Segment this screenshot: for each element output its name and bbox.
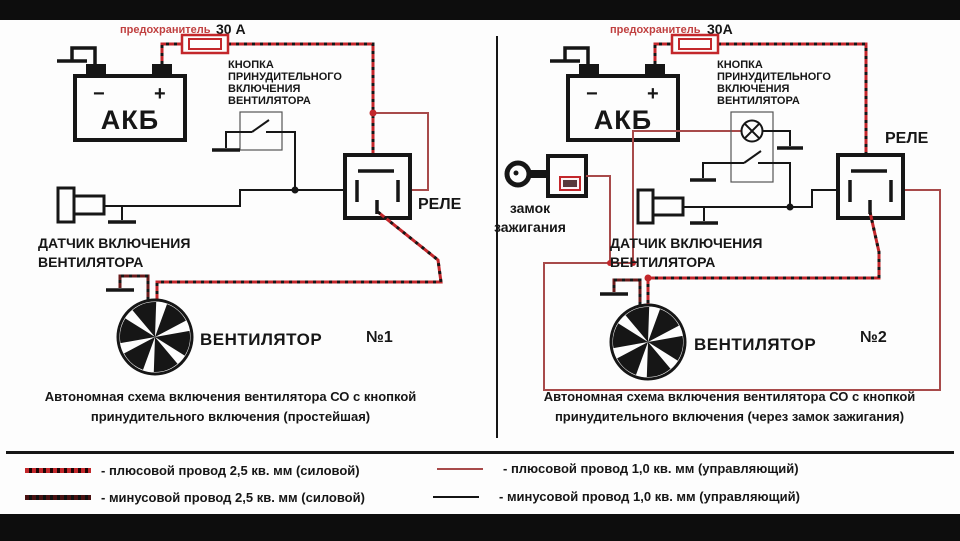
legend-item-control-minus: - минусовой провод 1,0 кв. мм (управляющ…: [433, 489, 800, 504]
caption-line: принудительного включения (через замок з…: [554, 409, 905, 424]
relay-label: РЕЛЕ: [885, 130, 929, 147]
fan-symbol-1: [116, 298, 194, 376]
legend-label: - плюсовой провод 2,5 кв. мм (силовой): [101, 463, 360, 478]
button-label-line2: ПРИНУДИТЕЛЬНОГО: [228, 71, 342, 83]
caption-line: Автономная схема включения вентилятора С…: [543, 389, 916, 404]
wire-power-minus-fan-ground-2: [600, 278, 642, 305]
battery-plus-sign: +: [154, 83, 166, 105]
wire-power-plus-relay-to-fan-1: [155, 210, 443, 300]
button-label-line3: ВКЛЮЧЕНИЯ: [228, 83, 300, 95]
scheme-2-caption: Автономная схема включения вентилятора С…: [512, 387, 947, 427]
scheme-1: − + АКБ предохранитель 30 А: [38, 21, 462, 376]
ground-symbol-battery-1: [57, 46, 97, 64]
power-plus-wire-swatch: [25, 468, 91, 473]
legend-item-control-plus: - плюсовой провод 1,0 кв. мм (управляющи…: [437, 461, 799, 476]
fan-label: ВЕНТИЛЯТОР: [694, 335, 816, 354]
fuse-rating: 30 А: [216, 21, 246, 37]
junction-dot-red: [644, 274, 652, 282]
ground-symbol-battery-2: [550, 46, 590, 64]
scheme-2: − + АКБ предохранитель 30А: [494, 21, 941, 391]
ignition-label-line1: замок: [510, 200, 551, 216]
battery-minus-sign: −: [586, 83, 598, 105]
battery-symbol-2: − + АКБ: [566, 64, 680, 142]
battery-minus-sign: −: [93, 83, 105, 105]
bottom-letterbox-bar: [0, 514, 960, 541]
button-label-line4: ВЕНТИЛЯТОРА: [717, 95, 800, 107]
button-label-line4: ВЕНТИЛЯТОРА: [228, 95, 311, 107]
control-minus-wire-swatch: [433, 495, 479, 498]
junction-dot: [291, 186, 299, 194]
fuse-symbol-1: [180, 33, 230, 55]
scheme-divider-line: [496, 36, 498, 438]
relay-symbol-2: [836, 153, 905, 220]
ignition-label-line2: зажигания: [494, 219, 566, 235]
fan-label: ВЕНТИЛЯТОР: [200, 330, 322, 349]
wire-power-plus-relay-to-fan-2: [644, 211, 881, 305]
junction-dot-red: [607, 260, 613, 266]
legend-label: - минусовой провод 1,0 кв. мм (управляющ…: [499, 489, 800, 504]
sensor-label-line1: ДАТЧИК ВКЛЮЧЕНИЯ: [38, 235, 190, 251]
button-label-line3: ВКЛЮЧЕНИЯ: [717, 83, 789, 95]
force-on-button-symbol-1: [212, 111, 296, 190]
battery-plus-sign: +: [647, 83, 659, 105]
fuse-label: предохранитель: [120, 24, 211, 36]
power-minus-wire-swatch: [25, 495, 91, 500]
button-label-line1: КНОПКА: [228, 59, 274, 71]
sensor-label-line1: ДАТЧИК ВКЛЮЧЕНИЯ: [610, 235, 762, 251]
scheme-1-caption: Автономная схема включения вентилятора С…: [18, 387, 443, 427]
button-label-line1: КНОПКА: [717, 59, 763, 71]
junction-dot: [786, 203, 794, 211]
sensor-label-line2: ВЕНТИЛЯТОРА: [38, 254, 143, 270]
fuse-symbol-2: [670, 33, 720, 55]
scheme-number: №1: [366, 329, 393, 346]
relay-label: РЕЛЕ: [418, 196, 462, 213]
wire-power-plus-battery-to-relay-1: [160, 42, 375, 171]
fan-switch-sensor-symbol-2: [636, 188, 850, 225]
legend-separator-line: [6, 451, 954, 454]
control-plus-wire-swatch: [437, 467, 483, 470]
caption-line: принудительного включения (простейшая): [90, 409, 371, 424]
caption-line: Автономная схема включения вентилятора С…: [44, 389, 417, 404]
force-on-button-symbol-2: [690, 111, 803, 207]
ignition-lock-symbol: [504, 154, 588, 198]
fan-switch-sensor-symbol-1: [56, 186, 357, 224]
top-letterbox-bar: [0, 0, 960, 20]
sensor-label-line2: ВЕНТИЛЯТОРА: [610, 254, 715, 270]
battery-label: АКБ: [101, 105, 159, 135]
relay-symbol-1: [343, 153, 412, 220]
wire-control-plus-ignition-loop: [543, 130, 941, 391]
fuse-rating: 30А: [707, 21, 733, 37]
legend-label: - плюсовой провод 1,0 кв. мм (управляющи…: [503, 461, 799, 476]
battery-symbol-1: − + АКБ: [73, 64, 187, 142]
fan-symbol-2: [609, 303, 687, 381]
legend-item-power-plus: - плюсовой провод 2,5 кв. мм (силовой): [25, 463, 360, 478]
junction-dot-red: [630, 260, 636, 266]
wire-control-plus-relay-1: [369, 109, 429, 191]
scheme-number: №2: [860, 329, 887, 346]
button-label-line2: ПРИНУДИТЕЛЬНОГО: [717, 71, 831, 83]
legend-item-power-minus: - минусовой провод 2,5 кв. мм (силовой): [25, 490, 365, 505]
junction-dot-red: [369, 109, 377, 117]
legend-label: - минусовой провод 2,5 кв. мм (силовой): [101, 490, 365, 505]
wire-power-minus-fan-ground-1: [106, 274, 150, 300]
wire-power-plus-battery-to-relay-2: [653, 42, 868, 171]
fuse-label: предохранитель: [610, 24, 701, 36]
